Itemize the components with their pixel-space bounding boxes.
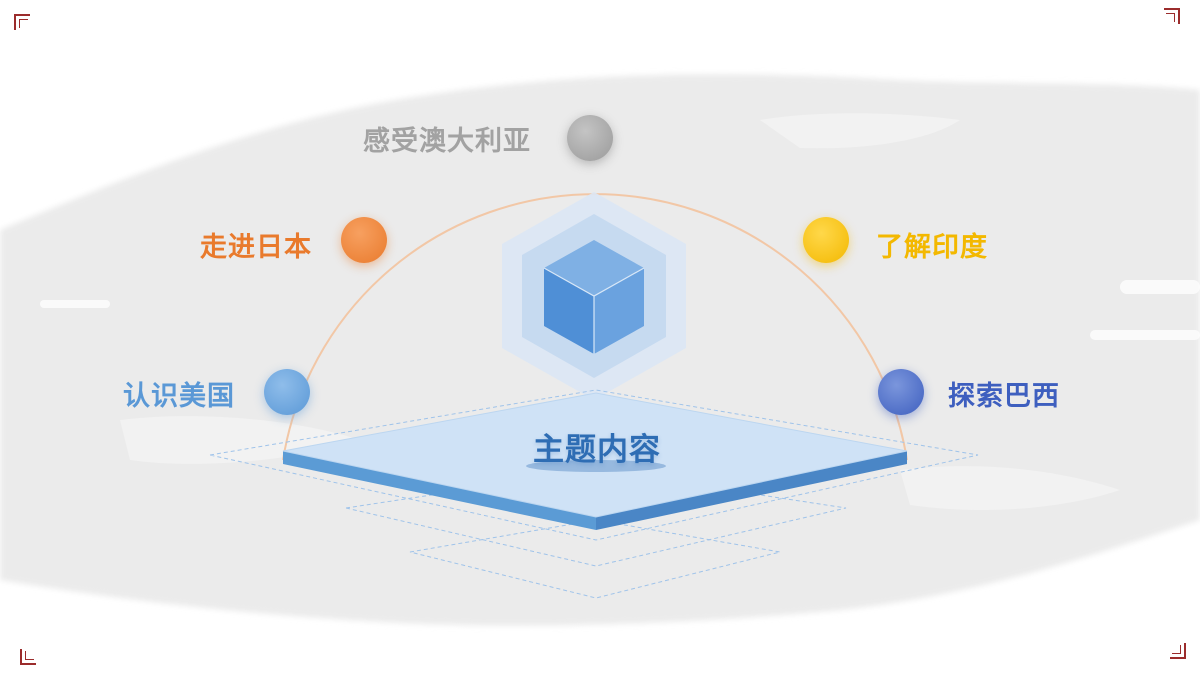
corner-ornament-bottom-right [1170,643,1186,659]
topic-label-japan: 走进日本 [200,232,312,263]
topic-node-usa [264,369,310,415]
topic-node-japan [341,217,387,263]
center-title: 主题内容 [533,432,661,468]
topic-label-australia: 感受澳大利亚 [363,126,531,157]
topic-node-india [803,217,849,263]
topic-node-brazil [878,369,924,415]
topic-node-australia [567,115,613,161]
topic-label-brazil: 探索巴西 [948,381,1060,412]
topic-label-india: 了解印度 [876,232,988,263]
platform [282,392,908,530]
topic-label-usa: 认识美国 [123,381,235,412]
corner-ornament-top-left [14,14,30,30]
corner-ornament-bottom-left [20,649,36,665]
corner-ornament-top-right [1164,8,1180,24]
cube-icon [543,240,645,354]
